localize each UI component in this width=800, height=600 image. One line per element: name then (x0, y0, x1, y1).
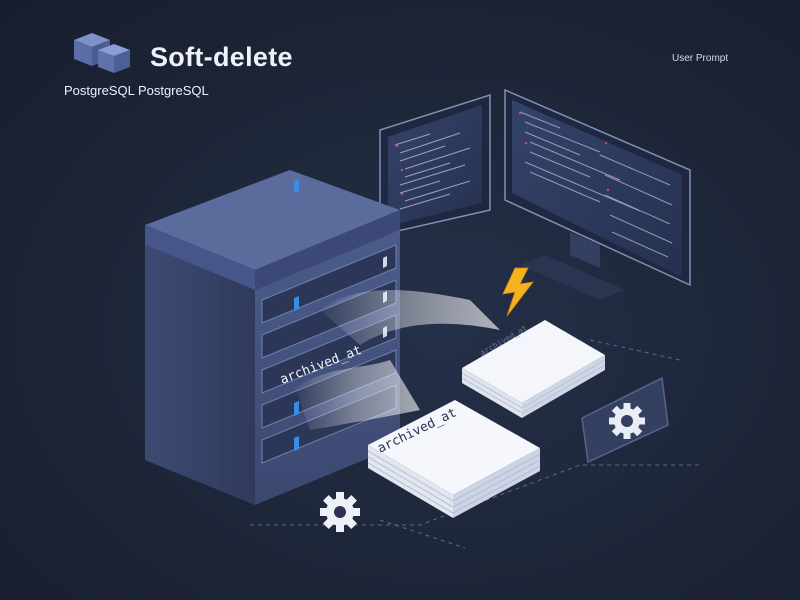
code-lines (519, 111, 673, 258)
gear-icon (609, 403, 645, 439)
code-lines (394, 132, 471, 210)
lightning-bolt-icon (502, 267, 534, 317)
dashed-connector (250, 339, 700, 549)
data-sheet-flow (295, 290, 500, 430)
corner-label: User Prompt (672, 53, 729, 64)
settings-card (581, 376, 669, 464)
gear-icon (320, 492, 360, 532)
page-subtitle: PostgreSQL PostgreSQL (64, 83, 209, 98)
page-title: Soft-delete (150, 42, 293, 72)
status-lights (294, 179, 299, 194)
monitor-left (379, 93, 491, 236)
record-stack-back: archived_at (461, 320, 606, 418)
monitor-right (504, 88, 691, 300)
stacked-cubes-icon (74, 33, 130, 73)
